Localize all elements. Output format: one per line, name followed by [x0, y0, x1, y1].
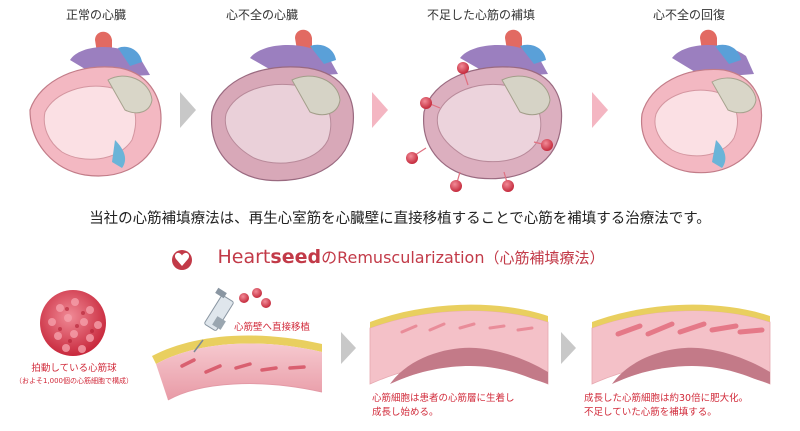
- cell-dot: [406, 152, 418, 164]
- cell-dot: [541, 139, 553, 151]
- engraft-label-line2: 成長し始める。: [372, 407, 439, 418]
- cardiac-sphere: [40, 290, 106, 356]
- injection-label: 心筋壁へ直接移植: [234, 322, 311, 333]
- cell-dot: [252, 288, 262, 298]
- cell-dot: [239, 293, 249, 303]
- grow-label-line2: 不足していた心筋を補填する。: [584, 407, 717, 418]
- brand-seed: seed: [270, 246, 322, 268]
- heart-failing: [210, 29, 354, 182]
- brand-name: Remuscularization: [337, 248, 485, 267]
- grow-label-line1: 成長した心筋細胞は約30倍に肥大化。: [584, 393, 749, 404]
- brand-title: HeartseedのRemuscularization（心筋補填療法）: [0, 244, 800, 268]
- sphere-note: （およそ1,000個の心筋細胞で構成）: [14, 377, 134, 385]
- heart-replenish: [423, 29, 563, 180]
- injection-wall: [152, 335, 323, 401]
- tissue-engraft: [369, 304, 549, 392]
- brand-no: の: [321, 248, 338, 267]
- cell-dot: [450, 180, 462, 192]
- arrow-gray-2: [341, 332, 356, 364]
- arrow-gray-1: [180, 92, 196, 128]
- stage-label-recovery: 心不全の回復: [652, 8, 725, 22]
- engraft-label-line1: 心筋細胞は患者の心筋層に生着し: [372, 393, 515, 404]
- cell-dot: [420, 97, 432, 109]
- cell-dot: [502, 180, 514, 192]
- arrow-pink-2: [592, 92, 608, 128]
- stage-label-normal: 正常の心臓: [65, 8, 126, 22]
- syringe-icon: [193, 287, 234, 353]
- cell-dot: [457, 62, 469, 74]
- heart-normal: [29, 31, 162, 177]
- heart-logo-icon: [172, 250, 192, 270]
- cell-dot: [261, 298, 271, 308]
- tissue-grown: [591, 304, 771, 392]
- brand-heart: Heart: [217, 246, 271, 268]
- arrow-gray-3: [561, 332, 576, 364]
- brand-suffix: （心筋補填療法）: [484, 249, 605, 267]
- description-text: 当社の心筋補填療法は、再生心室筋を心臓壁に直接移植することで心筋を補填する治療法…: [89, 211, 711, 227]
- stage-label-failing: 心不全の心臓: [225, 8, 298, 22]
- arrow-pink-1: [372, 92, 388, 128]
- sphere-label: 拍動している心筋球: [31, 363, 117, 374]
- stage-label-replenish: 不足した心筋の補填: [426, 8, 535, 22]
- heart-recovered: [641, 29, 763, 174]
